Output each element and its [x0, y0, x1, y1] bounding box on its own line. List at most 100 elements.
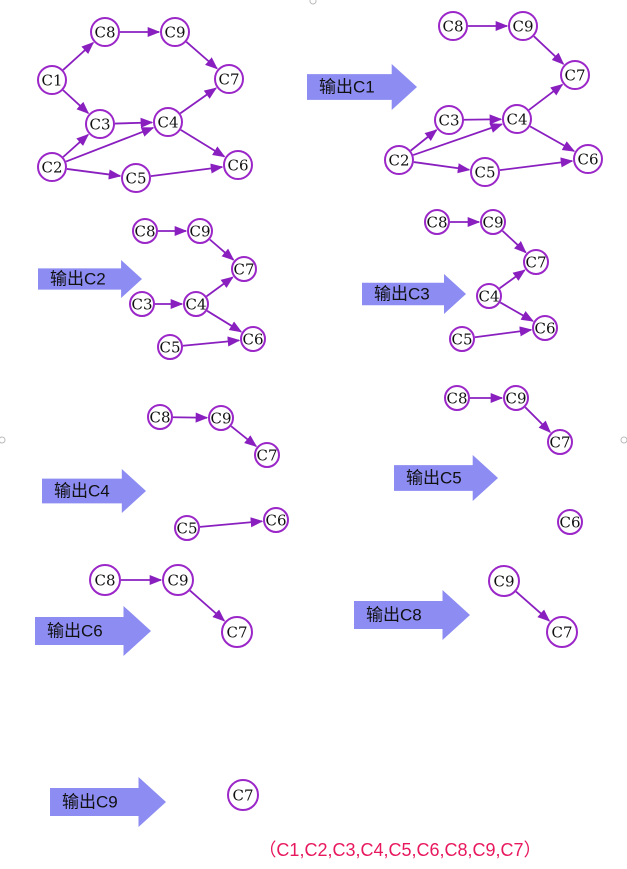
node-c8: C8: [438, 11, 468, 41]
node-circle: [162, 564, 194, 596]
node-circle: [449, 326, 475, 352]
edge-c2-c3: [62, 133, 90, 158]
node-c7: C7: [560, 60, 590, 90]
node-label: C6: [265, 512, 286, 530]
output-arrow-label: 输出C9: [62, 793, 118, 812]
node-circle: [254, 442, 280, 468]
output-arrow-label: 输出C5: [406, 469, 462, 488]
node-c9: C9: [208, 405, 234, 431]
node-circle: [434, 105, 464, 135]
node-label: C7: [232, 787, 253, 805]
edge-c4-c7: [499, 269, 526, 290]
edge-c9-c7: [533, 35, 565, 65]
node-circle: [231, 256, 257, 282]
node-circle: [263, 507, 289, 533]
edge-c4-c6: [180, 129, 226, 158]
node-label: C9: [210, 410, 231, 428]
node-c6: C6: [240, 326, 266, 352]
node-circle: [214, 64, 244, 94]
node-c8: C8: [444, 385, 470, 411]
node-label: C7: [549, 434, 570, 452]
node-label: C9: [167, 572, 188, 590]
node-c8: C8: [424, 209, 450, 235]
node-c4: C4: [183, 291, 209, 317]
node-circle: [547, 429, 573, 455]
slide-edge-dot-right: [620, 436, 627, 444]
node-circle: [174, 515, 200, 541]
output-arrow: [362, 274, 466, 314]
edge-c9-c7: [189, 589, 226, 622]
edge-c4-c6: [206, 310, 243, 333]
node-label: C2: [388, 152, 409, 170]
node-circle: [488, 565, 520, 597]
node-c7: C7: [523, 249, 549, 275]
node-label: C8: [134, 223, 155, 241]
step-after-c9: 输出C9 C7: [50, 777, 259, 827]
output-arrow: [42, 469, 146, 513]
edge-c4-c7: [179, 87, 217, 115]
node-c5: C5: [470, 157, 500, 187]
node-label: C4: [185, 296, 206, 314]
node-circle: [89, 564, 121, 596]
node-label: C9: [505, 390, 526, 408]
node-label: C7: [564, 67, 585, 85]
node-c9: C9: [162, 564, 194, 596]
node-circle: [508, 11, 538, 41]
edge-c4-c6: [529, 125, 576, 152]
node-circle: [183, 291, 209, 317]
node-c9: C9: [480, 209, 506, 235]
node-label: C6: [577, 151, 598, 169]
node-circle: [573, 144, 603, 174]
node-c4: C4: [153, 107, 183, 137]
output-arrow: [38, 260, 142, 298]
edge-c2-c4: [65, 126, 155, 163]
node-circle: [157, 334, 183, 360]
node-label: C5: [451, 331, 472, 349]
node-label: C3: [131, 296, 152, 314]
node-circle: [160, 17, 190, 47]
output-arrow: [354, 590, 470, 640]
node-c7: C7: [231, 256, 257, 282]
output-arrow-label: 输出C8: [366, 606, 422, 625]
node-label: C5: [159, 339, 180, 357]
output-arrow: [307, 64, 417, 110]
node-circle: [480, 209, 506, 235]
node-label: C8: [442, 18, 463, 36]
node-label: C7: [218, 71, 239, 89]
node-label: C7: [551, 624, 572, 642]
node-label: C6: [559, 514, 580, 532]
edge-c9-c7: [515, 590, 551, 622]
node-label: C6: [242, 331, 263, 349]
edge-c9-c7: [185, 41, 218, 70]
node-circle: [546, 616, 578, 648]
node-label: C5: [176, 520, 197, 538]
node-circle: [470, 157, 500, 187]
node-circle: [557, 509, 583, 535]
node-circle: [438, 11, 468, 41]
edge-c4-c7: [205, 276, 234, 298]
node-circle: [208, 405, 234, 431]
node-label: C6: [534, 320, 555, 338]
node-c6: C6: [263, 507, 289, 533]
node-c4: C4: [476, 283, 502, 309]
node-c4: C4: [502, 104, 532, 134]
node-label: C7: [256, 447, 277, 465]
node-c6: C6: [223, 150, 253, 180]
node-label: C8: [446, 390, 467, 408]
node-circle: [37, 152, 67, 182]
edge-c2-c4: [412, 123, 504, 156]
edge-c9-c7: [230, 425, 258, 448]
output-arrow-label: 输出C2: [50, 270, 106, 289]
edge-c9-c7: [209, 238, 235, 261]
edge-c1-c8: [62, 41, 95, 71]
node-c7: C7: [547, 429, 573, 455]
node-circle: [153, 107, 183, 137]
node-circle: [121, 163, 151, 193]
edge-c5-c6: [182, 336, 241, 347]
edge-c5-c6: [199, 517, 264, 528]
